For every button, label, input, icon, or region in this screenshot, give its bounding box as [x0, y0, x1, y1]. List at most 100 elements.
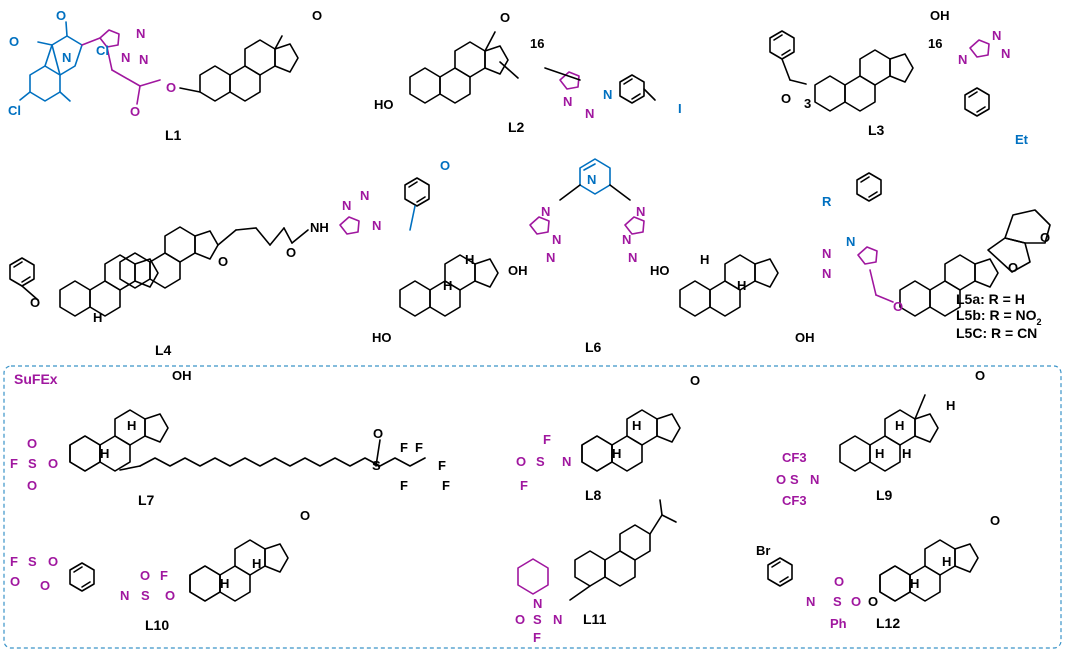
atom-F: F: [10, 554, 18, 569]
atom-N: N: [120, 588, 129, 603]
atom-S: S: [28, 456, 37, 471]
atom-H: H: [252, 556, 261, 571]
atom-O: O: [130, 104, 140, 119]
atom-F: F: [533, 630, 541, 645]
label-L6: L6: [585, 339, 602, 355]
atom-N: N: [136, 26, 145, 41]
structure-L1: O O N Cl Cl N N N O O O L1: [8, 8, 322, 143]
structure-L5: R N N N O O O L5a: R = H L5b: R = NO2 L5…: [822, 172, 1051, 341]
atom-H: H: [220, 576, 229, 591]
label-L11: L11: [583, 611, 607, 627]
atom-O: O: [690, 373, 700, 388]
atom-OH: OH: [172, 368, 192, 383]
atom-O: O: [9, 34, 19, 49]
atom-H: H: [93, 310, 102, 325]
atom-N: N: [62, 50, 71, 65]
atom-N: N: [360, 188, 369, 203]
structure-L4: O H O O NH N N N O L4: [9, 158, 450, 358]
legend-L5a: L5a: R = H: [956, 291, 1025, 307]
atom-F: F: [415, 440, 423, 455]
atom-CF3: CF3: [782, 493, 807, 508]
atom-S: S: [833, 594, 842, 609]
atom-H: H: [612, 446, 621, 461]
legend-L5b-text: L5b: R = NO: [956, 307, 1037, 323]
legend-L5b-sub: 2: [1037, 317, 1042, 327]
atom-HO: HO: [372, 330, 392, 345]
atom-O: O: [516, 454, 526, 469]
structure-L12: Br N S O O Ph O O H H L12: [756, 513, 1000, 631]
atom-O: O: [40, 578, 50, 593]
atom-O: O: [1040, 230, 1050, 245]
atom-O: O: [893, 299, 903, 314]
label-L10: L10: [145, 617, 169, 633]
atom-O: O: [515, 612, 525, 627]
atom-O: O: [27, 436, 37, 451]
atom-H: H: [902, 446, 911, 461]
atom-F: F: [400, 478, 408, 493]
atom-S: S: [372, 458, 381, 473]
atom-N: N: [636, 204, 645, 219]
atom-O: O: [48, 554, 58, 569]
atom-O: O: [781, 91, 791, 106]
structure-L8: O F O S N F H H L8: [516, 373, 700, 503]
structure-L3: O 3 OH 16 N N N Et L3: [769, 8, 1029, 147]
locant-16: 16: [530, 36, 544, 51]
atom-O: O: [975, 368, 985, 383]
atom-O: O: [868, 594, 878, 609]
structure-L6: HO OH HO OH H H H H N N N N N N N L6: [372, 158, 815, 355]
atom-O: O: [140, 568, 150, 583]
atom-N: N: [1001, 46, 1010, 61]
atom-O: O: [373, 426, 383, 441]
atom-N: N: [810, 472, 819, 487]
structure-L11: N O S N F L11: [515, 499, 677, 645]
atom-N: N: [958, 52, 967, 67]
atom-OH: OH: [930, 8, 950, 23]
atom-O: O: [1008, 260, 1018, 275]
atom-F: F: [400, 440, 408, 455]
atom-O: O: [834, 574, 844, 589]
sufex-box: [3, 365, 1062, 649]
atom-S: S: [536, 454, 545, 469]
atom-H: H: [910, 576, 919, 591]
label-L7: L7: [138, 492, 155, 508]
atom-O: O: [300, 508, 310, 523]
atom-O: O: [312, 8, 322, 23]
atom-Cl: Cl: [96, 43, 109, 58]
atom-N: N: [628, 250, 637, 265]
atom-N: N: [822, 266, 831, 281]
atom-N: N: [552, 232, 561, 247]
atom-S: S: [141, 588, 150, 603]
locant-3: 3: [804, 96, 811, 111]
atom-OH: OH: [508, 263, 528, 278]
atom-N: N: [822, 246, 831, 261]
atom-O: O: [776, 472, 786, 487]
atom-S: S: [533, 612, 542, 627]
atom-N: N: [603, 87, 612, 102]
atom-O: O: [165, 588, 175, 603]
label-L1: L1: [165, 127, 182, 143]
atom-OH: OH: [795, 330, 815, 345]
atom-H: H: [942, 554, 951, 569]
atom-F: F: [160, 568, 168, 583]
atom-N: N: [806, 594, 815, 609]
atom-H: H: [737, 278, 746, 293]
atom-Et: Et: [1015, 132, 1029, 147]
structure-L2: HO O 16 N N N I L2: [374, 10, 682, 135]
atom-H: H: [875, 446, 884, 461]
atom-I: I: [678, 101, 682, 116]
structure-L10: F S O O O N S O F O O H H L10: [10, 508, 310, 633]
atom-F: F: [520, 478, 528, 493]
atom-H: H: [632, 418, 641, 433]
atom-HO: HO: [374, 97, 394, 112]
atom-N: N: [585, 106, 594, 121]
atom-F: F: [442, 478, 450, 493]
atom-N: N: [553, 612, 562, 627]
label-L3: L3: [868, 122, 885, 138]
atom-Ph: Ph: [830, 616, 847, 631]
atom-N: N: [533, 596, 542, 611]
atom-N: N: [342, 198, 351, 213]
atom-N: N: [139, 52, 148, 67]
atom-H: H: [946, 398, 955, 413]
atom-H: H: [465, 252, 474, 267]
label-L9: L9: [876, 487, 893, 503]
